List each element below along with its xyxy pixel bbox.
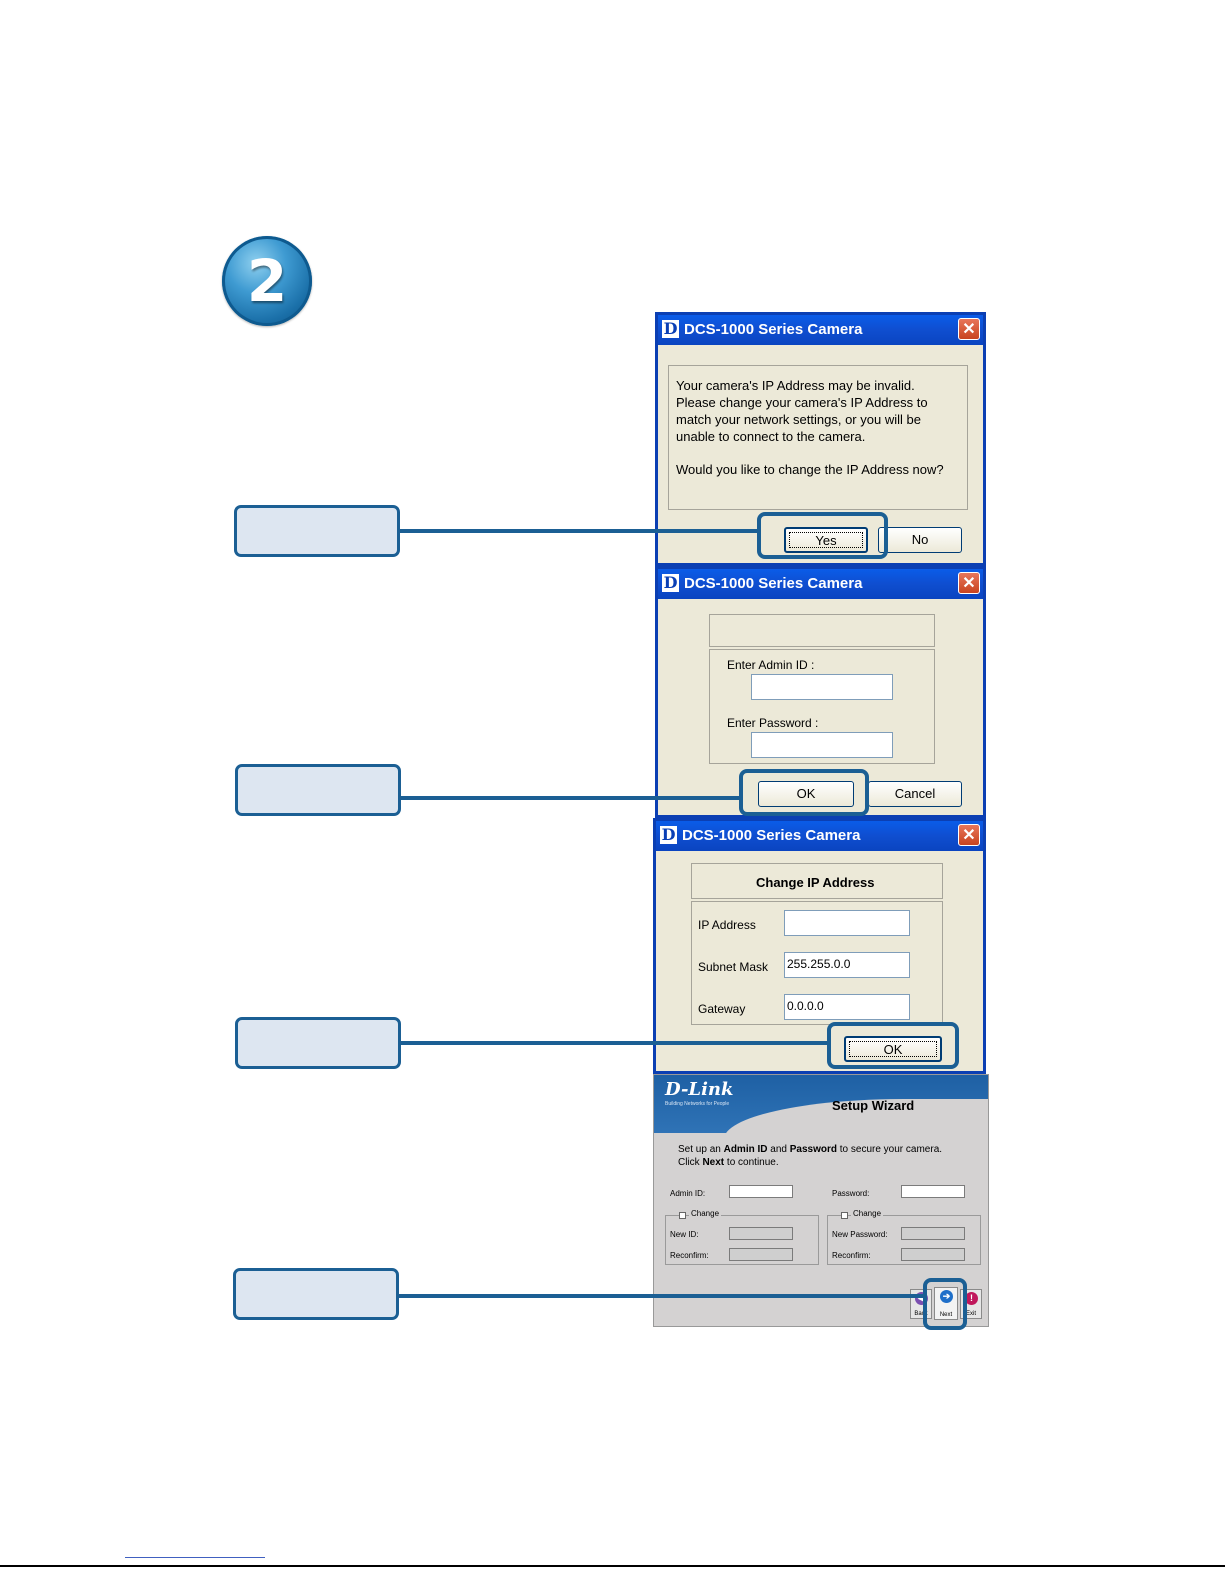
callout-line-4 [399,1294,927,1298]
ip-header-frame [691,863,943,899]
change-id-checkbox[interactable] [679,1212,686,1219]
message-text: Your camera's IP Address may be invalid.… [676,377,971,478]
password-field[interactable] [901,1185,965,1198]
dialog-titlebar: D DCS-1000 Series Camera ✕ [656,821,983,851]
password-label: Password: [832,1189,870,1198]
callout-box-3 [235,1017,401,1069]
next-arrow-icon: ➔ [940,1290,953,1303]
dialog-title: DCS-1000 Series Camera [684,575,863,592]
message-line: Your camera's IP Address may be invalid. [676,378,915,393]
subnet-mask-label: Subnet Mask [698,960,769,974]
callout-box-4 [233,1268,399,1320]
highlight-ok-login [739,769,869,816]
ip-address-label: IP Address [698,918,756,932]
dlink-tagline: Building Networks for People [665,1101,730,1107]
change-password-group [827,1215,981,1265]
question-text: Would you like to change the IP Address … [676,462,944,477]
callout-line-2 [401,796,741,800]
dialog-titlebar: D DCS-1000 Series Camera ✕ [658,315,983,345]
step-number-badge: 2 [222,236,312,326]
gateway-field[interactable]: 0.0.0.0 [784,994,910,1020]
dialog-title: DCS-1000 Series Camera [684,321,863,338]
login-frame [709,649,935,764]
wizard-banner: D-Link Building Networks for People [654,1075,988,1179]
change-password-checkbox[interactable] [841,1212,848,1219]
new-id-field[interactable] [729,1227,793,1240]
ip-invalid-dialog: D DCS-1000 Series Camera ✕ Your camera's… [655,312,986,566]
callout-box-2 [235,764,401,816]
footer-link-underline [125,1557,265,1558]
password-field[interactable] [751,732,893,758]
reconfirm-password-field[interactable] [901,1248,965,1261]
dlink-d-icon: D [662,319,679,338]
reconfirm-password-label: Reconfirm: [832,1251,871,1260]
admin-id-field[interactable] [729,1185,793,1198]
message-line: Please change your camera's IP Address t… [676,395,928,410]
close-icon[interactable]: ✕ [958,572,980,594]
bottom-rule [0,1565,1225,1567]
reconfirm-id-field[interactable] [729,1248,793,1261]
admin-id-field[interactable] [751,674,893,700]
callout-box-1 [234,505,400,557]
ok-button[interactable]: OK [758,781,854,807]
highlight-ok-ip [827,1022,959,1069]
ip-fields-frame [691,901,943,1025]
close-icon[interactable]: ✕ [958,824,980,846]
admin-id-label: Admin ID: [670,1189,706,1198]
new-password-field[interactable] [901,1227,965,1240]
dialog-titlebar: D DCS-1000 Series Camera ✕ [658,569,983,599]
ok-button[interactable]: OK [844,1036,942,1062]
back-label: Back [914,1311,928,1317]
instruction-line: Click Next to continue. [678,1157,779,1168]
dlink-d-icon: D [660,825,677,844]
change-password-label: Change [851,1209,884,1218]
close-icon[interactable]: ✕ [958,318,980,340]
new-password-label: New Password: [832,1230,888,1239]
change-ip-dialog: D DCS-1000 Series Camera ✕ Change IP Add… [653,818,986,1074]
callout-line-1 [400,529,760,533]
exit-label: Exit [965,1311,976,1317]
callout-line-3 [401,1041,831,1045]
exit-icon: ! [965,1292,978,1305]
login-header-frame [709,614,935,647]
ip-address-field[interactable] [784,910,910,936]
cancel-button[interactable]: Cancel [868,781,962,807]
admin-id-label: Enter Admin ID : [727,658,815,672]
change-id-label: Change [689,1209,722,1218]
next-button[interactable]: ➔ Next [934,1287,958,1320]
dlink-d-icon: D [662,573,679,592]
change-ip-heading: Change IP Address [756,875,875,890]
message-line: unable to connect to the camera. [676,429,866,444]
change-id-group [665,1215,819,1265]
admin-login-dialog: D DCS-1000 Series Camera ✕ Enter Admin I… [655,566,986,818]
dialog-title: DCS-1000 Series Camera [682,827,861,844]
message-line: match your network settings, or you will… [676,412,921,427]
password-label: Enter Password : [727,716,819,730]
reconfirm-id-label: Reconfirm: [670,1251,709,1260]
wizard-title: Setup Wizard [832,1098,915,1113]
subnet-mask-field[interactable]: 255.255.0.0 [784,952,910,978]
step-number: 2 [246,247,288,315]
dlink-logo: D-Link [665,1079,734,1100]
gateway-label: Gateway [698,1002,746,1016]
wizard-instructions: Set up an Admin ID and Password to secur… [678,1143,978,1169]
highlight-yes [757,512,888,559]
new-id-label: New ID: [670,1230,699,1239]
instruction-line: Set up an Admin ID and Password to secur… [678,1144,943,1155]
message-frame [668,365,968,510]
no-button[interactable]: No [878,527,962,553]
yes-button[interactable]: Yes [784,527,868,553]
setup-wizard-window: D-Link Building Networks for People Setu… [653,1074,989,1327]
next-label: Next [939,1312,953,1318]
highlight-next [923,1278,967,1330]
